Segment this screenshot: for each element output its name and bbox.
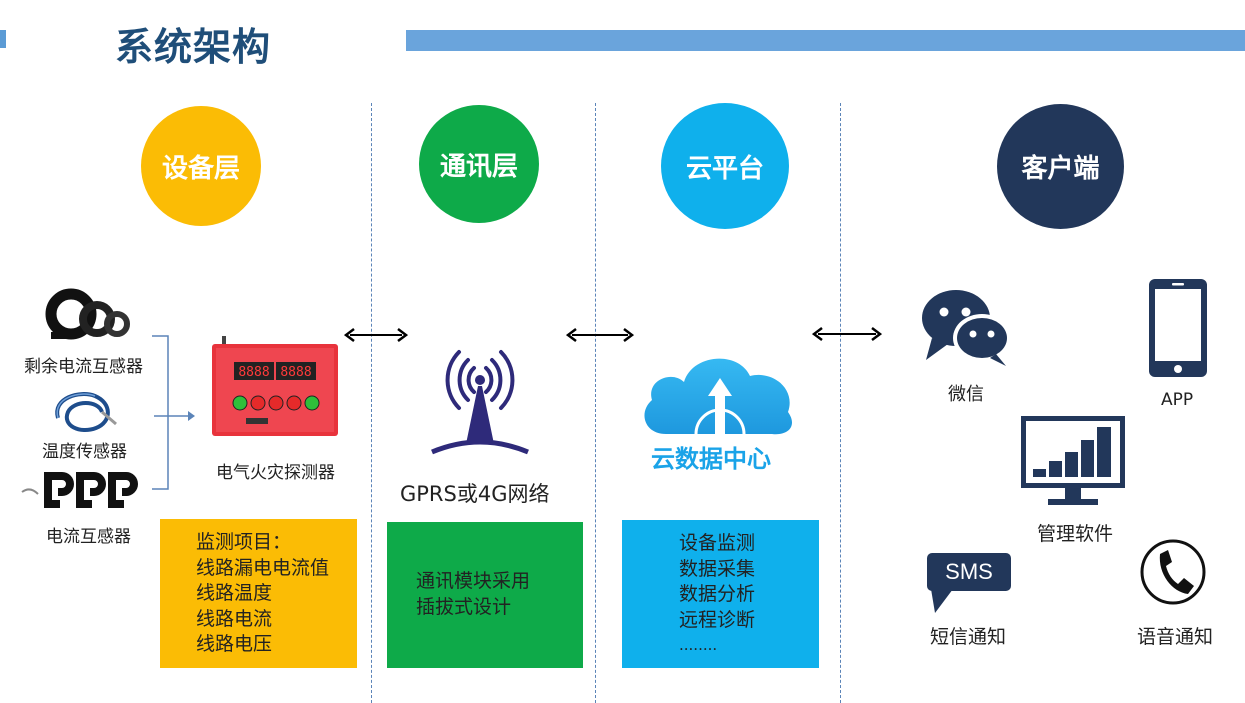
detector-label: 电气火灾探测器 — [216, 463, 335, 483]
device-monitoring-box: 监测项目： 线路漏电电流值 线路温度 线路电流 线路电压 — [160, 519, 357, 668]
device-box-line: 线路漏电电流值 — [196, 556, 330, 579]
device-box-line: 线路电压 — [196, 633, 273, 655]
sensor-residual-current-label: 剩余电流互感器 — [24, 357, 143, 377]
device-box-line: 线路电流 — [196, 607, 273, 630]
layer-comm-label: 通讯层 — [439, 151, 518, 182]
layer-cloud-label: 云平台 — [685, 153, 764, 184]
temperature-sensor-icon — [55, 392, 117, 432]
detector-display-left: 8888 — [238, 365, 269, 380]
phone-call-icon — [1140, 539, 1206, 605]
sms-badge-text: SMS — [945, 559, 993, 584]
residual-current-transformer-icon — [45, 288, 130, 340]
software-label: 管理软件 — [1037, 523, 1114, 545]
app-label: APP — [1161, 390, 1194, 410]
detector-display-right: 8888 — [280, 365, 311, 380]
network-label: GPRS或4G网络 — [400, 482, 550, 506]
sms-icon: SMS — [927, 553, 1011, 591]
device-box-line: 监测项目： — [196, 531, 292, 553]
wechat-icon — [922, 290, 1011, 366]
cloud-center-label: 云数据中心 — [651, 445, 771, 473]
sensor-current-label: 电流互感器 — [46, 527, 131, 547]
divider-1 — [371, 103, 372, 703]
sms-bubble-tail-icon — [931, 589, 953, 613]
divider-3 — [840, 103, 841, 703]
phone-app-icon — [1149, 279, 1207, 377]
layer-client-label: 客户端 — [1021, 154, 1100, 184]
signal-tower-icon — [431, 350, 529, 455]
device-box-line: 线路温度 — [196, 582, 273, 604]
double-arrow-2 — [566, 328, 634, 342]
cloud-box-line: ........ — [679, 636, 718, 654]
double-arrow-3 — [812, 327, 882, 341]
voice-label: 语音通知 — [1137, 626, 1214, 648]
management-software-monitor-icon — [1021, 416, 1125, 505]
current-transformer-icon — [21, 472, 138, 508]
page-title: 系统架构 — [115, 25, 272, 69]
cloud-box-line: 数据采集 — [679, 557, 756, 580]
sms-label: 短信通知 — [930, 626, 1007, 648]
sensor-temperature-label: 温度传感器 — [42, 442, 127, 462]
layer-cloud-circle: 云平台 — [661, 103, 789, 229]
header-bar — [406, 30, 1245, 51]
layer-comm-circle: 通讯层 — [419, 105, 539, 223]
comm-module-box: 通讯模块采用 插拔式设计 — [387, 522, 583, 668]
layer-device-label: 设备层 — [161, 153, 240, 184]
layer-client-circle: 客户端 — [997, 104, 1124, 229]
divider-2 — [595, 103, 596, 703]
wechat-label: 微信 — [948, 384, 984, 405]
layer-device-circle: 设备层 — [141, 106, 261, 226]
header-accent-mark — [0, 30, 6, 48]
cloud-box-line: 数据分析 — [679, 583, 756, 605]
comm-box-line: 通讯模块采用 — [416, 570, 531, 592]
double-arrow-1 — [344, 328, 408, 342]
cloud-functions-box: 设备监测 数据采集 数据分析 远程诊断 ........ — [622, 520, 819, 668]
comm-box-line: 插拔式设计 — [416, 595, 512, 618]
electric-fire-detector-device: 8888 8888 — [212, 336, 338, 436]
cloud-box-line: 设备监测 — [679, 532, 756, 554]
sensor-bracket-connector — [152, 335, 195, 490]
cloud-data-center-icon — [644, 358, 793, 435]
cloud-box-line: 远程诊断 — [679, 608, 756, 631]
